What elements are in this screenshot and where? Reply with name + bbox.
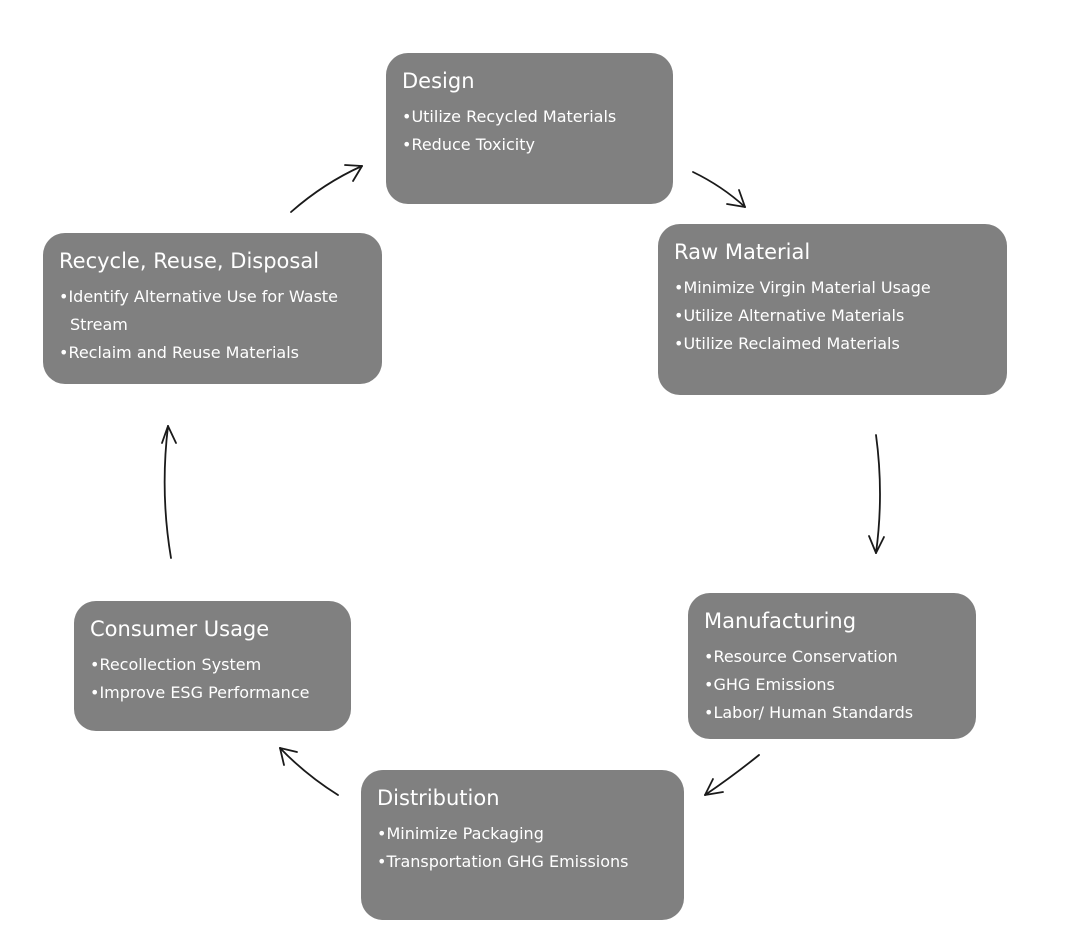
node-title: Recycle, Reuse, Disposal [59, 249, 320, 273]
arrow-manufacturing-to-distribution [704, 754, 760, 796]
node-raw-material: Raw Material Minimize Virgin Material Us… [658, 224, 1007, 395]
node-bullet-list: Minimize Packaging Transportation GHG Em… [377, 820, 668, 876]
node-bullet-list: Resource Conservation GHG Emissions Labo… [704, 643, 960, 727]
node-bullet: Improve ESG Performance [90, 679, 335, 707]
node-bullet: Recollection System [90, 651, 335, 679]
node-title: Raw Material [674, 240, 811, 264]
node-design: Design Utilize Recycled Materials Reduce… [386, 53, 673, 204]
node-bullet: Transportation GHG Emissions [377, 848, 668, 876]
node-bullet: Identify Alternative Use for Waste Strea… [59, 283, 366, 339]
node-recycle-reuse-disposal: Recycle, Reuse, Disposal Identify Altern… [43, 233, 382, 384]
node-bullet: Labor/ Human Standards [704, 699, 960, 727]
node-title: Consumer Usage [90, 617, 270, 641]
node-bullet: Utilize Alternative Materials [674, 302, 991, 330]
node-bullet: Resource Conservation [704, 643, 960, 671]
node-bullet: Utilize Recycled Materials [402, 103, 657, 131]
node-bullet: Reduce Toxicity [402, 131, 657, 159]
node-bullet-list: Recollection System Improve ESG Performa… [90, 651, 335, 707]
node-bullet-list: Identify Alternative Use for Waste Strea… [59, 283, 366, 367]
node-bullet: Minimize Packaging [377, 820, 668, 848]
node-bullet-list: Utilize Recycled Materials Reduce Toxici… [402, 103, 657, 159]
node-bullet: GHG Emissions [704, 671, 960, 699]
arrow-design-to-raw-material [692, 171, 746, 208]
node-distribution: Distribution Minimize Packaging Transpor… [361, 770, 684, 920]
arrow-raw-material-to-manufacturing [868, 434, 885, 554]
node-bullet: Reclaim and Reuse Materials [59, 339, 366, 367]
arrow-distribution-to-consumer-usage [279, 747, 339, 796]
arrow-recycle-to-design [290, 164, 363, 213]
node-manufacturing: Manufacturing Resource Conservation GHG … [688, 593, 976, 739]
node-consumer-usage: Consumer Usage Recollection System Impro… [74, 601, 351, 731]
node-bullet: Minimize Virgin Material Usage [674, 274, 991, 302]
node-bullet-list: Minimize Virgin Material Usage Utilize A… [674, 274, 991, 358]
node-title: Manufacturing [704, 609, 857, 633]
arrow-consumer-usage-to-recycle [161, 425, 177, 559]
node-title: Design [402, 69, 475, 93]
node-title: Distribution [377, 786, 500, 810]
node-bullet: Utilize Reclaimed Materials [674, 330, 991, 358]
